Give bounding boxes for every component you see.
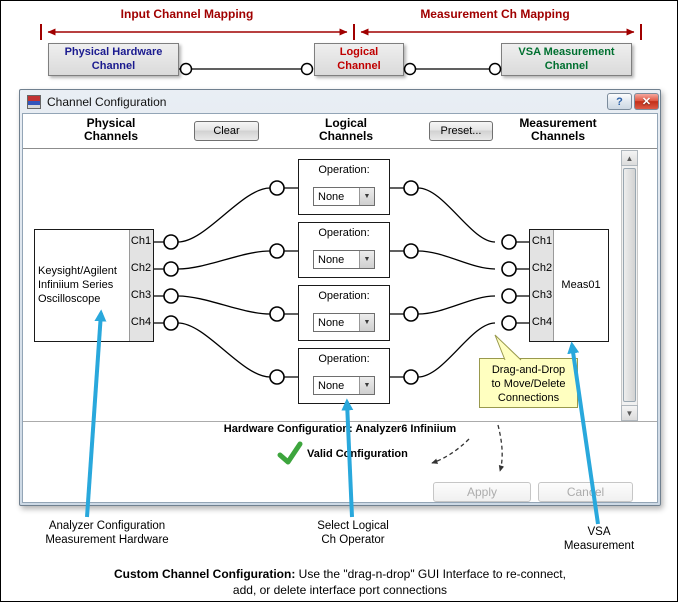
scroll-down-icon[interactable]: ▼ [621, 405, 638, 421]
hardware-ch4-label: Ch4 [130, 316, 152, 328]
connector-node [300, 62, 314, 76]
hardware-channel-strip [129, 230, 153, 341]
titlebar[interactable]: Channel Configuration [22, 91, 658, 112]
scrollbar-thumb[interactable] [623, 168, 636, 402]
port[interactable] [403, 306, 419, 322]
status-separator [23, 421, 657, 422]
drag-drop-tooltip: Drag-and-Drop to Move/Delete Connections [479, 358, 578, 408]
apply-button[interactable]: Apply [433, 482, 531, 502]
operation-label-1: Operation: [318, 164, 370, 176]
measurement-ch1-label: Ch1 [531, 235, 553, 247]
measurement-name-label: Meas01 [561, 279, 601, 291]
operation-select-2[interactable]: None ▼ [313, 250, 375, 269]
cancel-button[interactable]: Cancel [538, 482, 633, 502]
port[interactable] [163, 315, 179, 331]
port[interactable] [403, 243, 419, 259]
measurement-channel-strip [530, 230, 554, 341]
logical-operator-annotation: Select Logical Ch Operator [317, 520, 389, 546]
valid-config-status: Valid Configuration [307, 448, 408, 460]
measurement-ch2-label: Ch2 [531, 262, 553, 274]
connector-node [403, 62, 417, 76]
logical-channels-header: Logical Channels [318, 116, 373, 143]
physical-channels-header: Physical Channels [83, 116, 138, 143]
caption-rest: Use the "drag-n-drop" GUI Interface to r… [295, 567, 566, 581]
operation-select-4[interactable]: None ▼ [313, 376, 375, 395]
operation-value-4: None [318, 379, 345, 392]
port[interactable] [269, 369, 285, 385]
port[interactable] [501, 234, 517, 250]
port[interactable] [501, 288, 517, 304]
port[interactable] [403, 369, 419, 385]
hardware-ch1-label: Ch1 [130, 235, 152, 247]
preset-button[interactable]: Preset... [429, 121, 493, 141]
scroll-up-icon[interactable]: ▲ [621, 150, 638, 166]
measurement-ch3-label: Ch3 [531, 289, 553, 301]
measurement-ch4-label: Ch4 [531, 316, 553, 328]
operation-value-1: None [318, 190, 345, 203]
hardware-ch2-label: Ch2 [130, 262, 152, 274]
port[interactable] [163, 261, 179, 277]
operation-label-4: Operation: [318, 353, 370, 365]
operation-value-3: None [318, 316, 345, 329]
dropdown-arrow-icon[interactable]: ▼ [359, 251, 374, 268]
port[interactable] [501, 315, 517, 331]
hardware-name-label: Keysight/Agilent Infiniium Series Oscill… [38, 265, 117, 305]
operation-select-3[interactable]: None ▼ [313, 313, 375, 332]
operation-label-2: Operation: [318, 227, 370, 239]
connector-node [488, 62, 502, 76]
port[interactable] [269, 180, 285, 196]
app-icon [27, 94, 41, 109]
analyzer-annotation: Analyzer Configuration Measurement Hardw… [45, 520, 169, 546]
port[interactable] [269, 243, 285, 259]
dropdown-arrow-icon[interactable]: ▼ [359, 377, 374, 394]
caption-bold: Custom Channel Configuration: [114, 567, 296, 581]
port[interactable] [163, 288, 179, 304]
dropdown-arrow-icon[interactable]: ▼ [359, 188, 374, 205]
close-button[interactable]: ✕ [634, 93, 659, 110]
vsa-measurement-channel-box: VSA Measurement Channel [501, 43, 632, 76]
port[interactable] [163, 234, 179, 250]
port[interactable] [403, 180, 419, 196]
vsa-annotation: VSA Measurement [563, 526, 635, 552]
port[interactable] [269, 306, 285, 322]
physical-hardware-channel-box: Physical Hardware Channel [48, 43, 179, 76]
operation-label-3: Operation: [318, 290, 370, 302]
operation-value-2: None [318, 253, 345, 266]
window-title: Channel Configuration [47, 94, 167, 109]
connector-node [179, 62, 193, 76]
caption-line2: add, or delete interface port connection… [232, 583, 448, 597]
help-button[interactable]: ? [607, 93, 632, 110]
dropdown-arrow-icon[interactable]: ▼ [359, 314, 374, 331]
mapping-tick-marks [40, 24, 642, 40]
hardware-config-status: Hardware Configuration: Analyzer6 Infini… [223, 423, 457, 435]
header-separator [23, 148, 657, 149]
clear-button[interactable]: Clear [194, 121, 259, 141]
measurement-channels-header: Measurement Channels [519, 116, 597, 143]
measurement-mapping-heading: Measurement Ch Mapping [420, 7, 570, 21]
hardware-ch3-label: Ch3 [130, 289, 152, 301]
input-mapping-heading: Input Channel Mapping [120, 7, 254, 21]
logical-channel-box: Logical Channel [314, 43, 404, 76]
port[interactable] [501, 261, 517, 277]
operation-select-1[interactable]: None ▼ [313, 187, 375, 206]
figure-caption: Custom Channel Configuration: Use the "d… [1, 566, 677, 598]
caption-line1: Custom Channel Configuration: Use the "d… [1, 566, 677, 582]
